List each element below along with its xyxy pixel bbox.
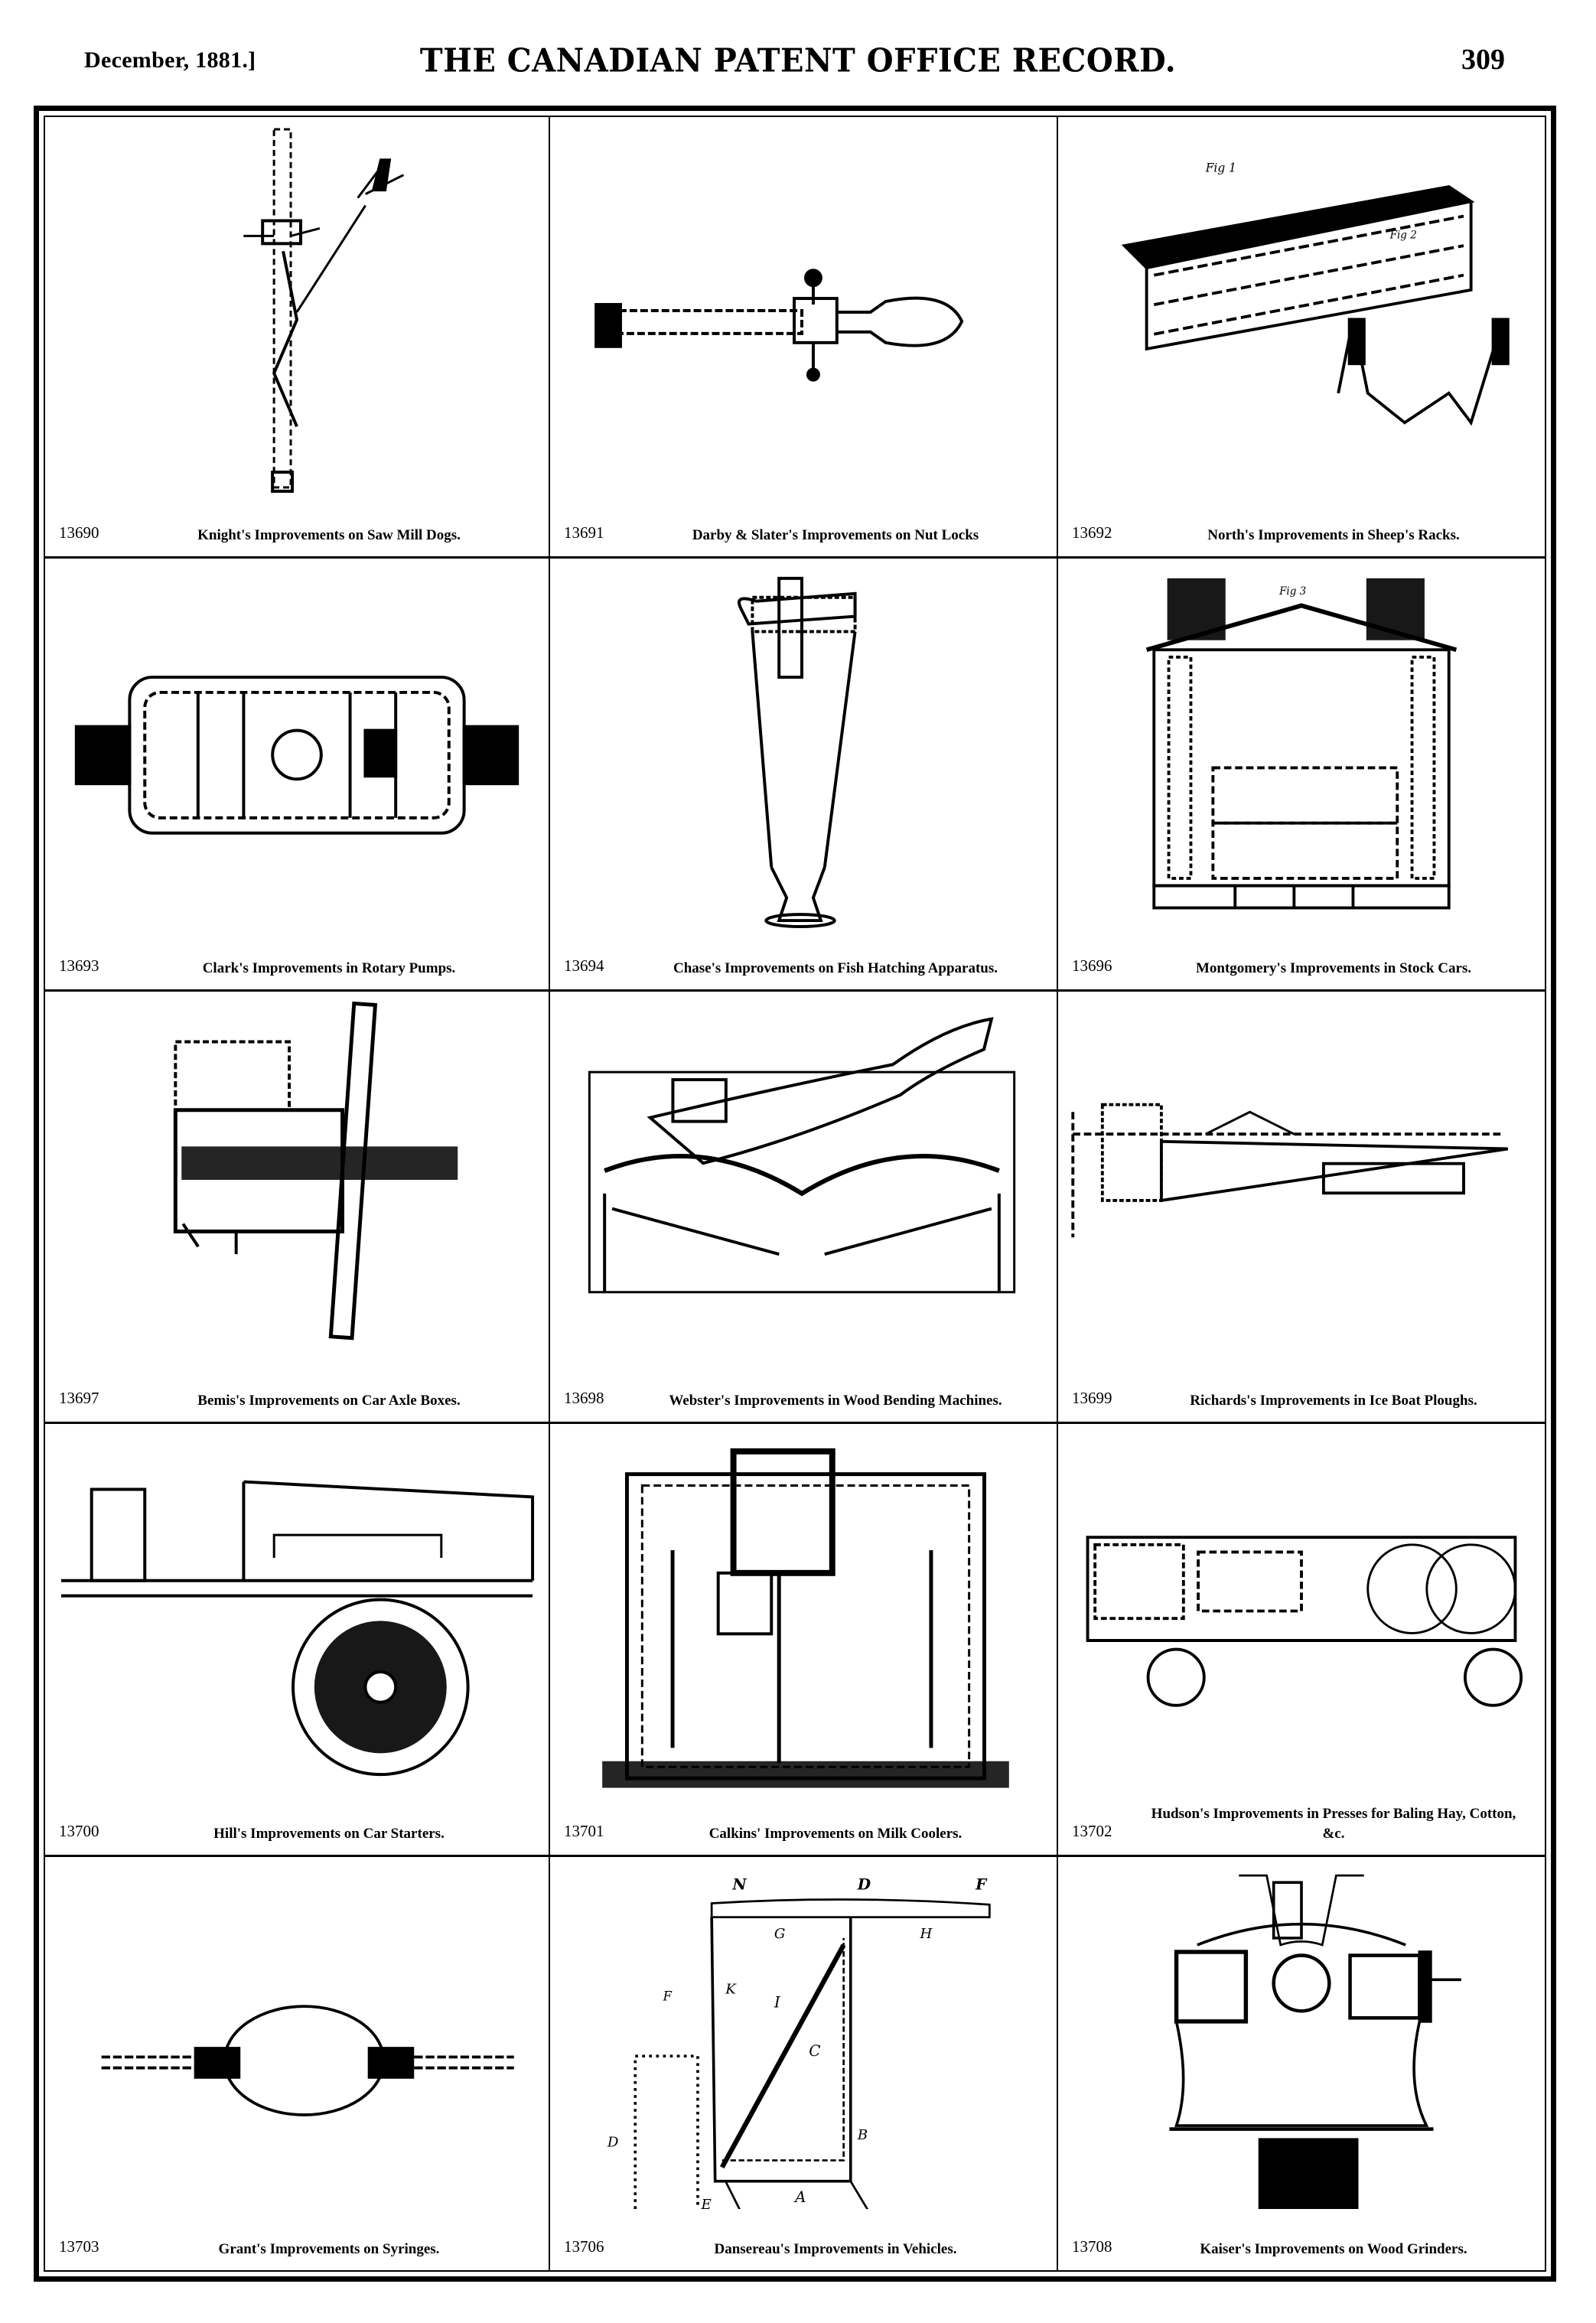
patent-cell: 13702 Hudson's Improvements in Presses f…: [1058, 1424, 1545, 1857]
figure-label: D: [857, 1875, 871, 1893]
figure-label: Fig 1: [1205, 161, 1236, 175]
figure-label: B: [857, 2127, 868, 2143]
patent-caption: 13703 Grant's Improvements on Syringes.: [59, 2211, 538, 2259]
patent-number: 13700: [59, 1822, 99, 1840]
patent-caption: 13692 North's Improvements in Sheep's Ra…: [1072, 497, 1534, 546]
patent-caption: 13694 Chase's Improvements on Fish Hatch…: [564, 930, 1046, 979]
saw-mill-dog-drawing: [45, 122, 549, 495]
patent-title: Calkins' Improvements on Milk Coolers.: [708, 1826, 962, 1842]
fish-hatching-apparatus-drawing: [550, 563, 1057, 928]
figure-label: I: [774, 1993, 781, 2012]
milk-cooler-drawing: [550, 1429, 1057, 1794]
figure-label: F: [663, 1989, 673, 2004]
patent-caption: 13699 Richards's Improvements in Ice Boa…: [1072, 1362, 1534, 1411]
inner-frame: 13690 Knight's Improvements on Saw Mill …: [44, 116, 1546, 2272]
figure-label: E: [701, 2197, 712, 2209]
patent-number: 13699: [1072, 1389, 1112, 1407]
patent-cell: 13708 Kaiser's Improvements on Wood Grin…: [1058, 1857, 1545, 2270]
patent-number: 13694: [564, 956, 604, 975]
patent-title: Knight's Improvements on Saw Mill Dogs.: [197, 527, 461, 543]
patent-number: 13703: [59, 2237, 99, 2256]
patent-number: 13706: [564, 2237, 604, 2256]
patent-cell: 13699 Richards's Improvements in Ice Boa…: [1058, 992, 1545, 1424]
nut-lock-drawing: [550, 122, 1057, 495]
stock-car-drawing: Fig 3: [1058, 563, 1545, 928]
patent-cell: 13691 Darby & Slater's Improvements on N…: [550, 117, 1058, 559]
patent-title: Chase's Improvements on Fish Hatching Ap…: [673, 960, 998, 976]
patent-cell: Fig 3 13696 Montgomer: [1058, 559, 1545, 992]
figure-label: Fig 2: [1389, 229, 1417, 241]
baling-press-drawing: [1058, 1429, 1545, 1794]
car-axle-box-drawing: [45, 996, 549, 1360]
patent-caption: 13691 Darby & Slater's Improvements on N…: [564, 497, 1046, 546]
patent-title: Richards's Improvements in Ice Boat Plou…: [1190, 1393, 1477, 1409]
patent-caption: 13700 Hill's Improvements on Car Starter…: [59, 1795, 538, 1844]
vehicle-drawing: N D F G H K I C B A D E F: [550, 1862, 1057, 2252]
publication-title: THE CANADIAN PATENT OFFICE RECORD.: [419, 41, 1177, 80]
patent-caption: 13701 Calkins' Improvements on Milk Cool…: [564, 1795, 1046, 1844]
figure-label: F: [975, 1875, 988, 1893]
patent-cell: 13693 Clark's Improvements in Rotary Pum…: [45, 559, 550, 992]
patent-cell: 13703 Grant's Improvements on Syringes.: [45, 1857, 550, 2270]
patent-caption: 13702 Hudson's Improvements in Presses f…: [1072, 1795, 1534, 1844]
page-header: December, 1881.] THE CANADIAN PATENT OFF…: [0, 41, 1596, 89]
patent-title: Clark's Improvements in Rotary Pumps.: [202, 960, 456, 976]
patent-title: Dansereau's Improvements in Vehicles.: [714, 2241, 957, 2257]
patent-number: 13708: [1072, 2237, 1112, 2256]
patent-title: Kaiser's Improvements on Wood Grinders.: [1200, 2241, 1467, 2257]
wood-grinder-drawing: [1058, 1862, 1545, 2211]
patent-caption: 13690 Knight's Improvements on Saw Mill …: [59, 497, 538, 546]
patent-cell: 13698 Webster's Improvements in Wood Ben…: [550, 992, 1058, 1424]
patent-cell: 13701 Calkins' Improvements on Milk Cool…: [550, 1424, 1058, 1857]
patent-number: 13701: [564, 1822, 604, 1840]
figure-label: K: [725, 1982, 737, 1998]
figure-label: G: [774, 1926, 786, 1942]
syringe-drawing: [45, 1862, 549, 2209]
rotary-pump-drawing: [45, 563, 549, 928]
patent-title: Webster's Improvements in Wood Bending M…: [669, 1393, 1002, 1409]
patent-caption: 13698 Webster's Improvements in Wood Ben…: [564, 1362, 1046, 1411]
patent-caption: 13693 Clark's Improvements in Rotary Pum…: [59, 930, 538, 979]
figure-label: A: [793, 2188, 806, 2206]
patent-caption: 13706 Dansereau's Improvements in Vehicl…: [564, 2211, 1046, 2259]
patent-number: 13690: [59, 523, 99, 542]
figure-label: Fig 3: [1278, 585, 1306, 598]
patent-title: Hill's Improvements on Car Starters.: [213, 1826, 445, 1842]
page-frame: 13690 Knight's Improvements on Saw Mill …: [34, 106, 1556, 2282]
patent-title: Bemis's Improvements on Car Axle Boxes.: [197, 1393, 461, 1409]
figure-label: H: [920, 1926, 933, 1942]
patent-caption: 13697 Bemis's Improvements on Car Axle B…: [59, 1362, 538, 1411]
patent-number: 13698: [564, 1389, 604, 1407]
patent-cell: 13697 Bemis's Improvements on Car Axle B…: [45, 992, 550, 1424]
figure-label: D: [607, 2134, 619, 2150]
car-starter-drawing: [45, 1429, 549, 1794]
patent-cell: 13690 Knight's Improvements on Saw Mill …: [45, 117, 550, 559]
patent-cell: 13694 Chase's Improvements on Fish Hatch…: [550, 559, 1058, 992]
patent-number: 13692: [1072, 523, 1112, 542]
patent-number: 13697: [59, 1389, 99, 1407]
patent-cell: Fig 1 Fig 2 13692 North's Improvements i…: [1058, 117, 1545, 559]
page-number: 309: [1461, 44, 1505, 76]
patent-caption: 13696 Montgomery's Improvements in Stock…: [1072, 930, 1534, 979]
patent-number: 13696: [1072, 956, 1112, 975]
figure-label: C: [809, 2041, 820, 2060]
patent-title: Montgomery's Improvements in Stock Cars.: [1195, 960, 1472, 976]
patent-title: Grant's Improvements on Syringes.: [218, 2241, 440, 2257]
patent-cell: N D F G H K I C B A D E F: [550, 1857, 1058, 2270]
issue-date: December, 1881.]: [84, 47, 256, 73]
patent-caption: 13708 Kaiser's Improvements on Wood Grin…: [1072, 2211, 1534, 2259]
patent-number: 13691: [564, 523, 604, 542]
figure-label: N: [731, 1875, 747, 1893]
ice-boat-plough-drawing: [1058, 996, 1545, 1360]
sheep-rack-drawing: Fig 1 Fig 2: [1058, 122, 1545, 495]
patent-number: 13693: [59, 956, 99, 975]
patent-title: North's Improvements in Sheep's Racks.: [1207, 527, 1460, 543]
patent-cell: 13700 Hill's Improvements on Car Starter…: [45, 1424, 550, 1857]
patent-title: Hudson's Improvements in Presses for Bal…: [1151, 1806, 1516, 1842]
patent-grid: 13690 Knight's Improvements on Saw Mill …: [45, 117, 1545, 2270]
patent-title: Darby & Slater's Improvements on Nut Loc…: [692, 527, 979, 543]
patent-number: 13702: [1072, 1822, 1112, 1840]
wood-bending-machine-drawing: [550, 996, 1057, 1360]
